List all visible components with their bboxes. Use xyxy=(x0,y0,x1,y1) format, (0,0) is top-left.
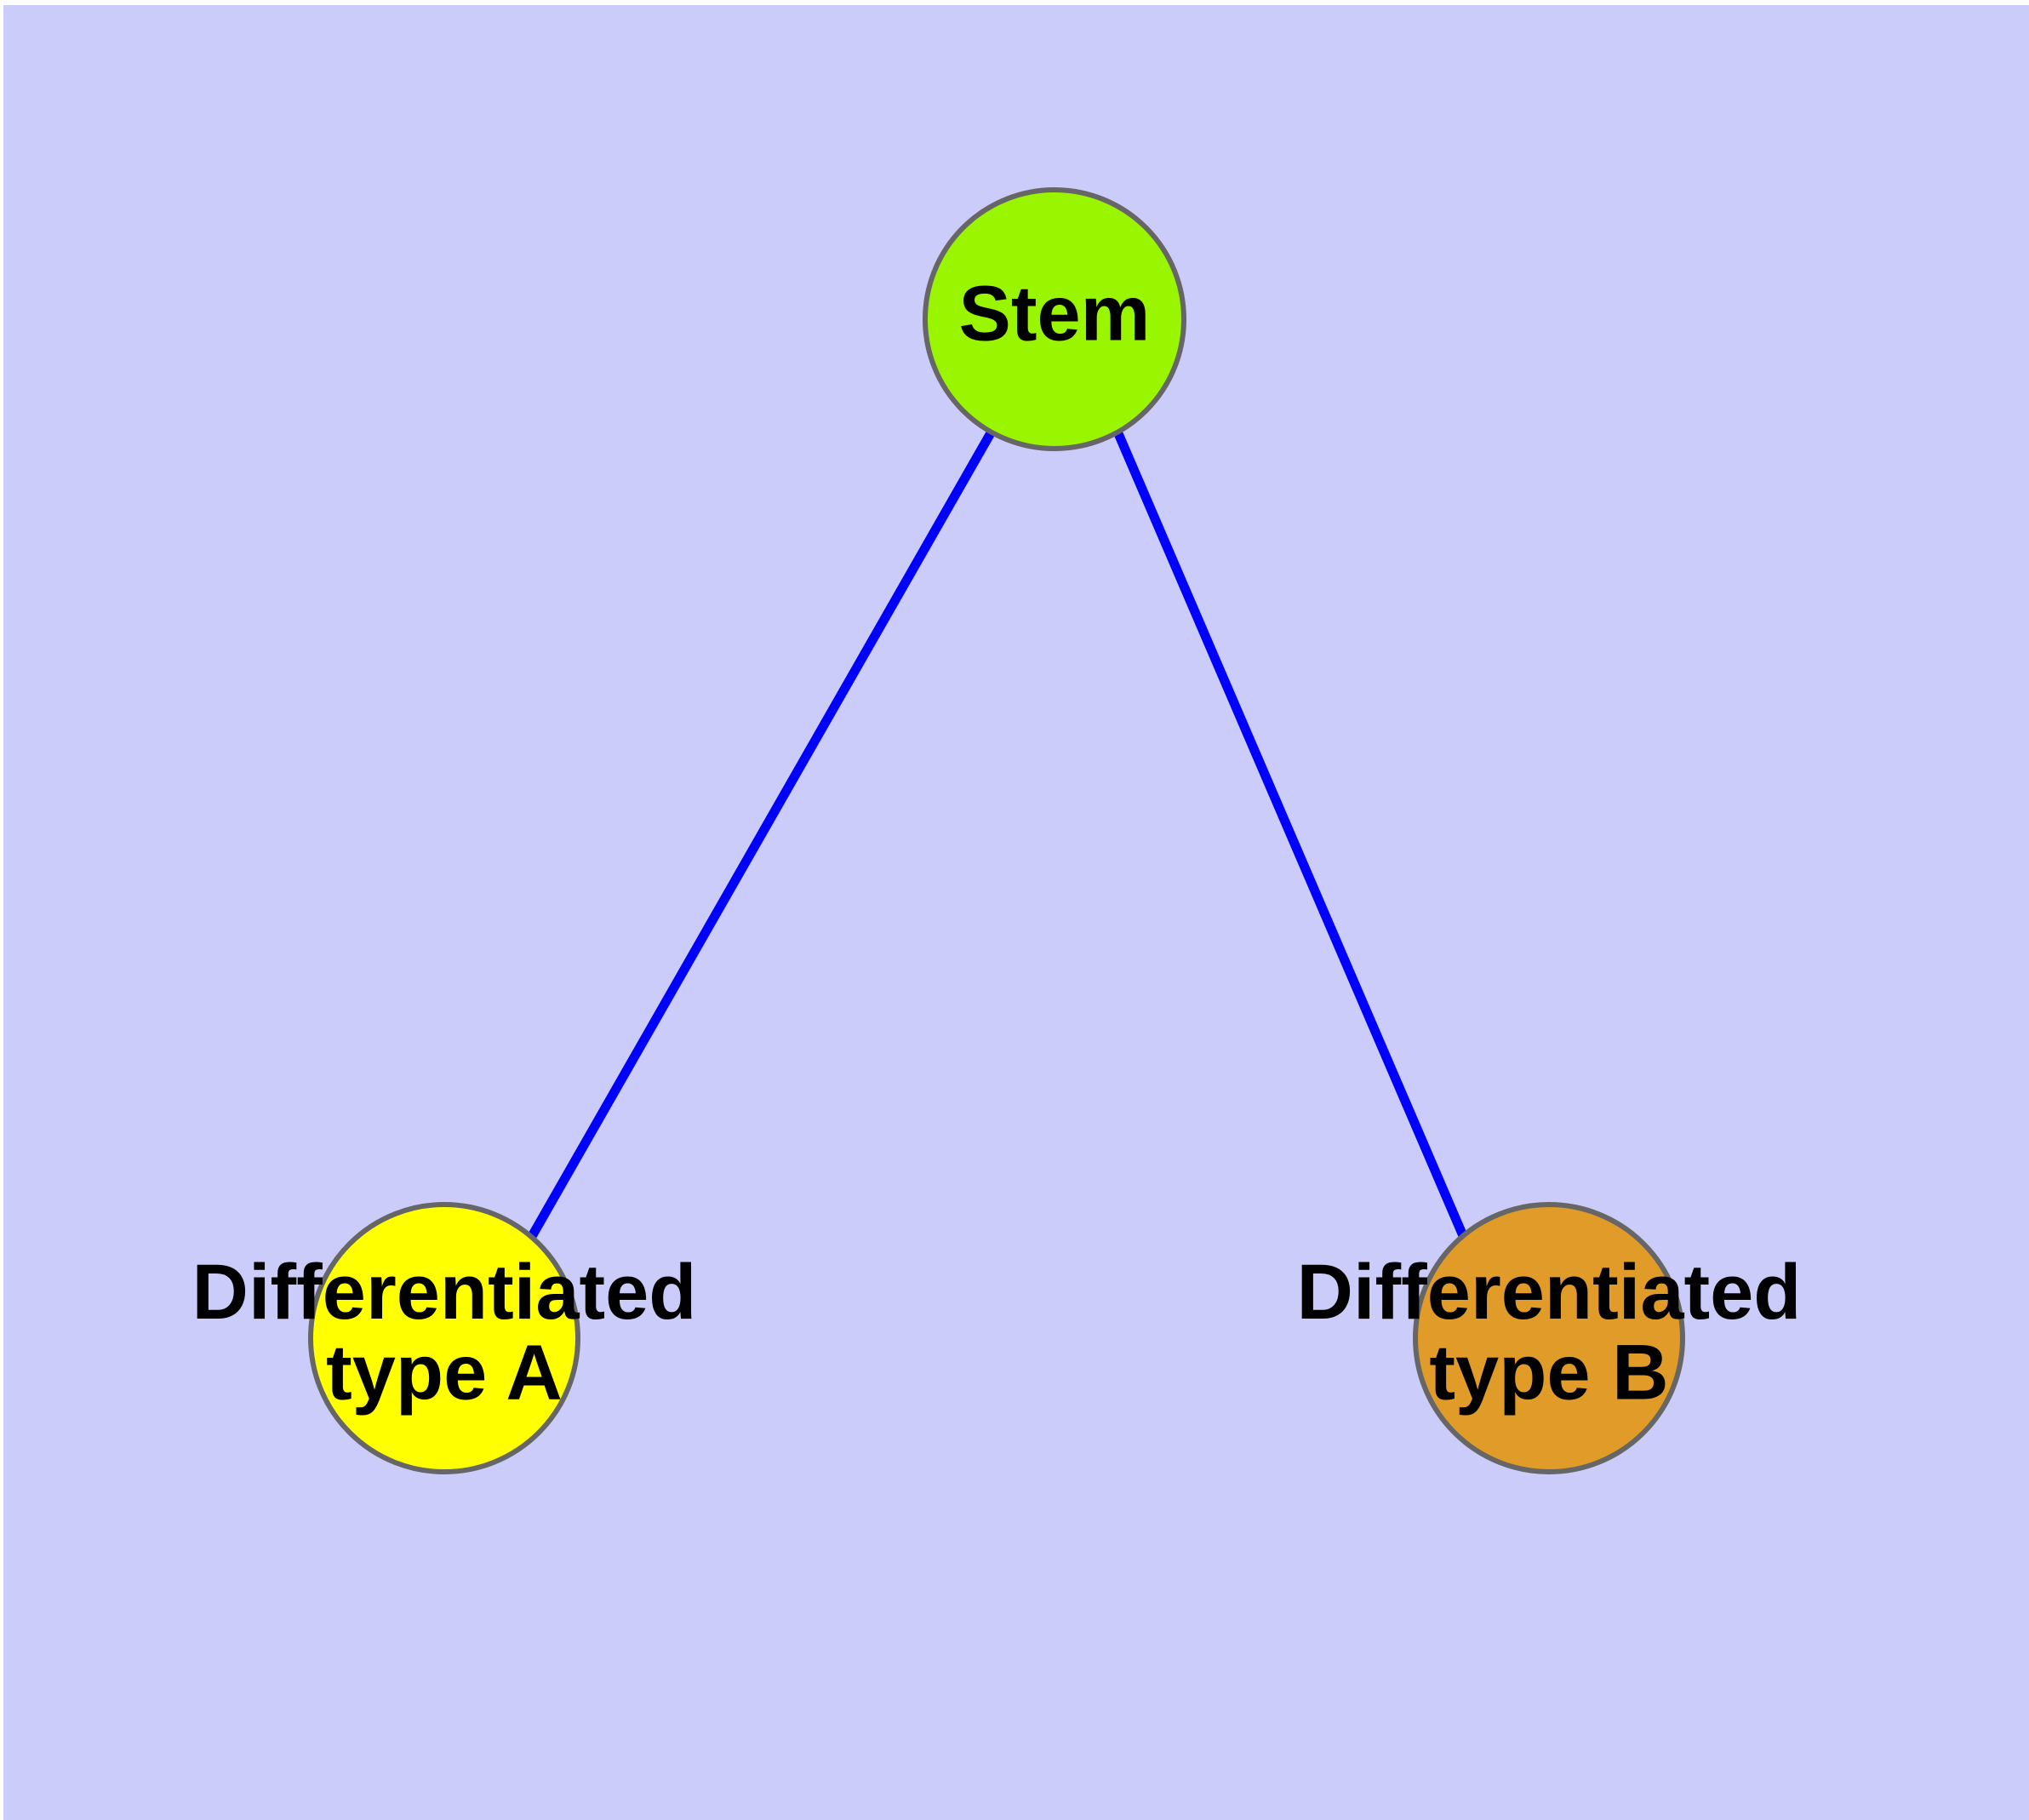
node-circle-stem[interactable] xyxy=(923,187,1186,451)
edges-group xyxy=(523,429,1472,1246)
node-label-diff_a-line-1: Differentiated xyxy=(192,1249,697,1336)
node-label-diff_b-line-2: type B xyxy=(1429,1330,1668,1417)
node-circle-diff_b[interactable] xyxy=(1413,1202,1685,1474)
edge-stem-diff-a[interactable] xyxy=(523,429,996,1246)
node-label-stem-line-1: Stem xyxy=(959,270,1151,357)
node-label-diff_a-line-2: type A xyxy=(326,1330,563,1417)
edge-stem-diff-b[interactable] xyxy=(1112,429,1472,1246)
node-stem[interactable]: Stem xyxy=(923,187,1186,451)
node-circle-diff_a[interactable] xyxy=(308,1202,580,1474)
node-label-diff_b-line-1: Differentiated xyxy=(1297,1249,1802,1336)
